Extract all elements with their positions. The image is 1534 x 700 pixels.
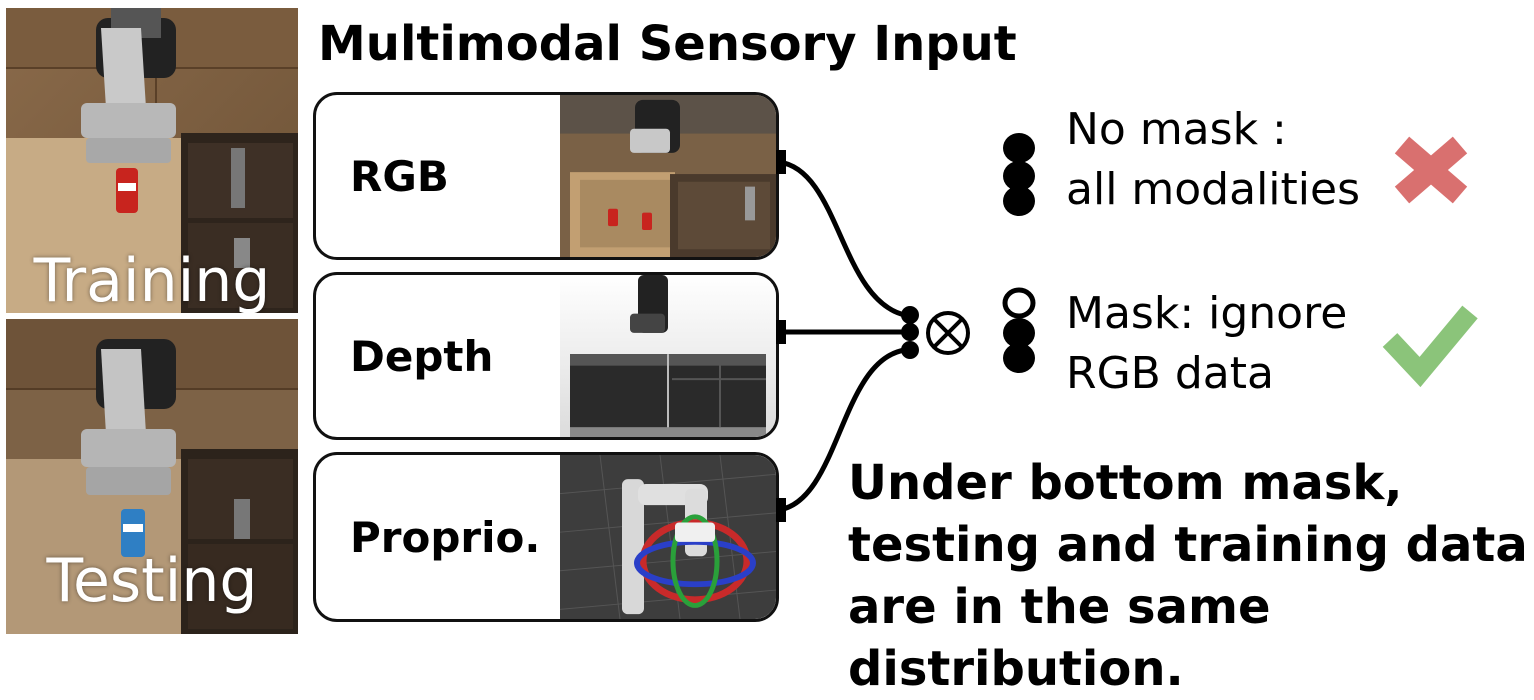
check-icon [1382,305,1478,388]
mask-line2: RGB data [1066,348,1274,399]
fusion-node-3 [901,341,919,359]
testing-label: Testing [46,546,258,616]
mask-line1: Mask: ignore [1066,288,1348,339]
depth-image [560,275,776,437]
training-photo: Training [6,8,298,313]
proprio-label: Proprio. [350,512,541,562]
no-mask-line2: all modalities [1066,164,1360,215]
fusion-node-2 [901,323,919,341]
training-label: Training [33,246,271,313]
no-mask-legend: No mask : all modalities [1066,100,1360,220]
diagram-title: Multimodal Sensory Input [318,16,1017,72]
mask-dots-icon [1002,287,1036,373]
depth-modality-box: Depth [313,272,779,440]
no-mask-line1: No mask : [1066,104,1287,155]
depth-label: Depth [350,331,494,381]
no-mask-dots-icon [1003,133,1035,216]
proprio-modality-box: Proprio. [313,452,779,622]
cross-icon [1394,136,1468,204]
fusion-symbol-icon [926,311,970,355]
proprio-image [560,455,776,619]
rgb-modality-box: RGB [313,92,779,260]
testing-photo: Testing [6,319,298,634]
conclusion-text: Under bottom mask, testing and training … [848,455,1528,697]
fusion-node-1 [901,306,919,324]
mask-legend: Mask: ignore RGB data [1066,284,1347,404]
rgb-label: RGB [350,151,449,201]
rgb-wire [778,159,906,318]
rgb-image [560,95,776,257]
